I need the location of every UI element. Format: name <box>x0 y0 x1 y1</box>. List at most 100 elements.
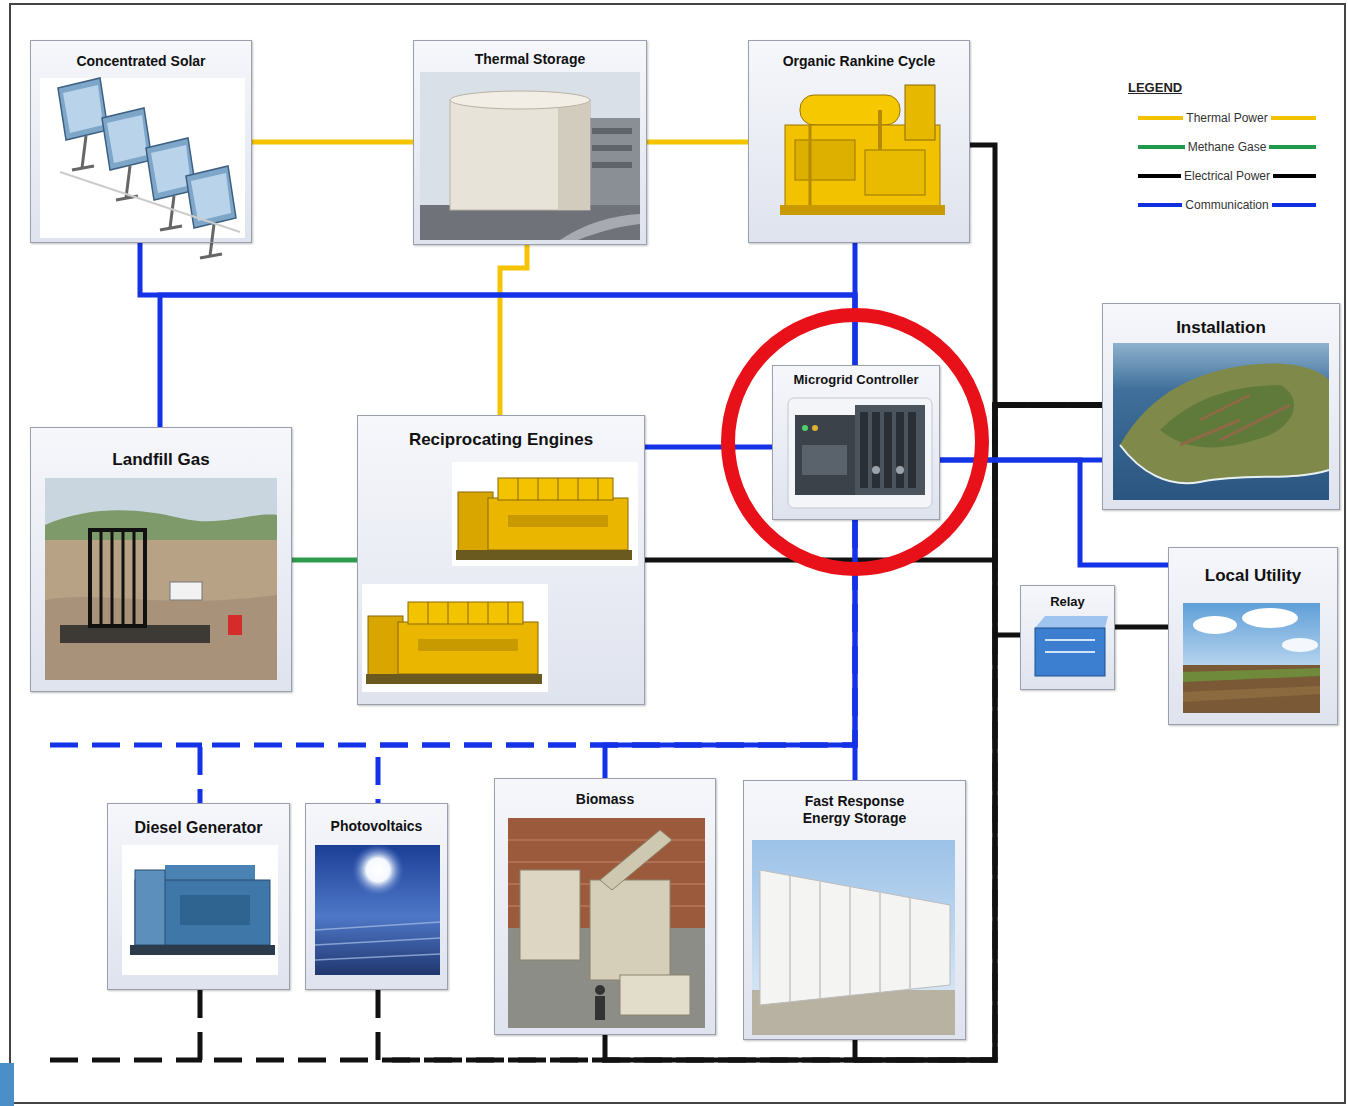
generator-picture <box>130 945 275 955</box>
box-title: Thermal Storage <box>475 51 585 68</box>
controller-device-picture <box>795 415 855 495</box>
controller-device-picture <box>860 412 868 488</box>
battery-container-picture <box>752 840 955 1035</box>
farmland-picture <box>1242 608 1298 628</box>
relay-picture <box>1045 651 1095 653</box>
box-title: Landfill Gas <box>112 450 209 470</box>
component-box: Biomass <box>494 778 716 1035</box>
legend-item: Methane Gase <box>1138 137 1316 157</box>
orc-unit-picture <box>780 205 945 215</box>
landfill-picture <box>45 478 277 680</box>
farmland-picture <box>1183 603 1320 668</box>
island-aerial-picture <box>1113 343 1329 500</box>
landfill-picture <box>122 530 125 626</box>
biomass-plant-picture <box>508 818 705 1028</box>
component-box: Relay <box>1020 585 1115 690</box>
controller-device-picture <box>896 412 904 488</box>
box-panel <box>1102 303 1340 510</box>
island-aerial-picture <box>1160 385 1294 448</box>
engine-picture <box>362 584 548 692</box>
relay-picture <box>1045 639 1095 641</box>
island-aerial-picture <box>1180 395 1290 445</box>
dangling-wire <box>50 743 202 748</box>
farmland-picture <box>1183 668 1320 682</box>
box-title: Organic Rankine Cycle <box>783 53 936 70</box>
farmland-picture <box>1183 603 1320 713</box>
box-panel <box>305 803 448 990</box>
engine-picture <box>456 478 632 560</box>
legend-heading: LEGEND <box>1128 80 1182 95</box>
engine-picture <box>452 462 638 566</box>
connector <box>645 405 1102 560</box>
box-panel <box>743 780 966 1040</box>
component-box: Organic Rankine Cycle <box>748 40 970 243</box>
component-box: Concentrated Solar <box>30 40 252 243</box>
engine-picture <box>362 462 638 692</box>
orc-unit-picture <box>865 150 925 195</box>
generator-picture <box>122 845 278 975</box>
box-panel <box>772 365 940 520</box>
box-panel <box>30 427 292 692</box>
biomass-plant-picture <box>595 985 605 995</box>
landfill-picture <box>100 530 103 626</box>
storage-tank-picture <box>420 72 640 240</box>
solar-trough-picture <box>186 166 236 258</box>
connector <box>1115 625 1168 630</box>
box-title: Photovoltaics <box>331 818 423 835</box>
relay-picture <box>1035 616 1108 628</box>
box-title: Relay <box>1050 594 1085 610</box>
pv-picture <box>315 844 440 975</box>
connector <box>645 445 772 450</box>
solar-trough-picture <box>102 108 152 200</box>
controller-device-picture <box>802 445 847 475</box>
storage-tank-picture <box>592 162 632 168</box>
legend-item: Electrical Power <box>1138 166 1316 186</box>
connector <box>995 405 1102 635</box>
connector <box>252 140 413 145</box>
box-title: Biomass <box>576 791 634 808</box>
connector <box>605 405 1102 1060</box>
battery-container-picture <box>790 876 910 1001</box>
component-box: Fast Response Energy Storage <box>743 780 966 1040</box>
box-panel <box>748 40 970 243</box>
legend-text: Methane Gase <box>1185 140 1270 154</box>
connector <box>647 140 748 145</box>
component-box: Photovoltaics <box>305 803 448 990</box>
battery-container-picture <box>752 840 955 1035</box>
landfill-picture <box>45 595 277 680</box>
frame <box>0 1063 14 1106</box>
component-box: Thermal Storage <box>413 40 647 245</box>
landfill-picture <box>45 510 277 545</box>
component-box: Microgrid Controller <box>772 365 940 520</box>
controller-device-picture <box>896 466 904 474</box>
box-panel <box>107 803 290 990</box>
storage-tank-picture <box>585 118 640 210</box>
storage-tank-picture <box>558 100 590 210</box>
box-panel <box>1020 585 1115 690</box>
orc-unit-picture <box>795 140 855 180</box>
component-box: Installation <box>1102 303 1340 510</box>
orc-unit-picture <box>878 110 882 150</box>
box-title: Concentrated Solar <box>76 53 205 70</box>
island-aerial-picture <box>1113 343 1329 500</box>
legend-text: Thermal Power <box>1183 111 1270 125</box>
biomass-plant-picture <box>600 830 672 890</box>
orc-unit-picture <box>905 85 935 140</box>
engine-picture <box>366 602 542 684</box>
landfill-picture <box>133 530 136 626</box>
farmland-picture <box>1183 665 1320 713</box>
legend-item: Thermal Power <box>1138 108 1316 128</box>
component-box: Landfill Gas <box>30 427 292 692</box>
box-panel <box>1168 547 1338 725</box>
solar-trough-picture <box>40 78 245 258</box>
landfill-picture <box>228 615 242 635</box>
pv-picture <box>352 844 404 896</box>
orc-unit-picture <box>800 95 900 125</box>
landfill-picture <box>111 530 114 626</box>
